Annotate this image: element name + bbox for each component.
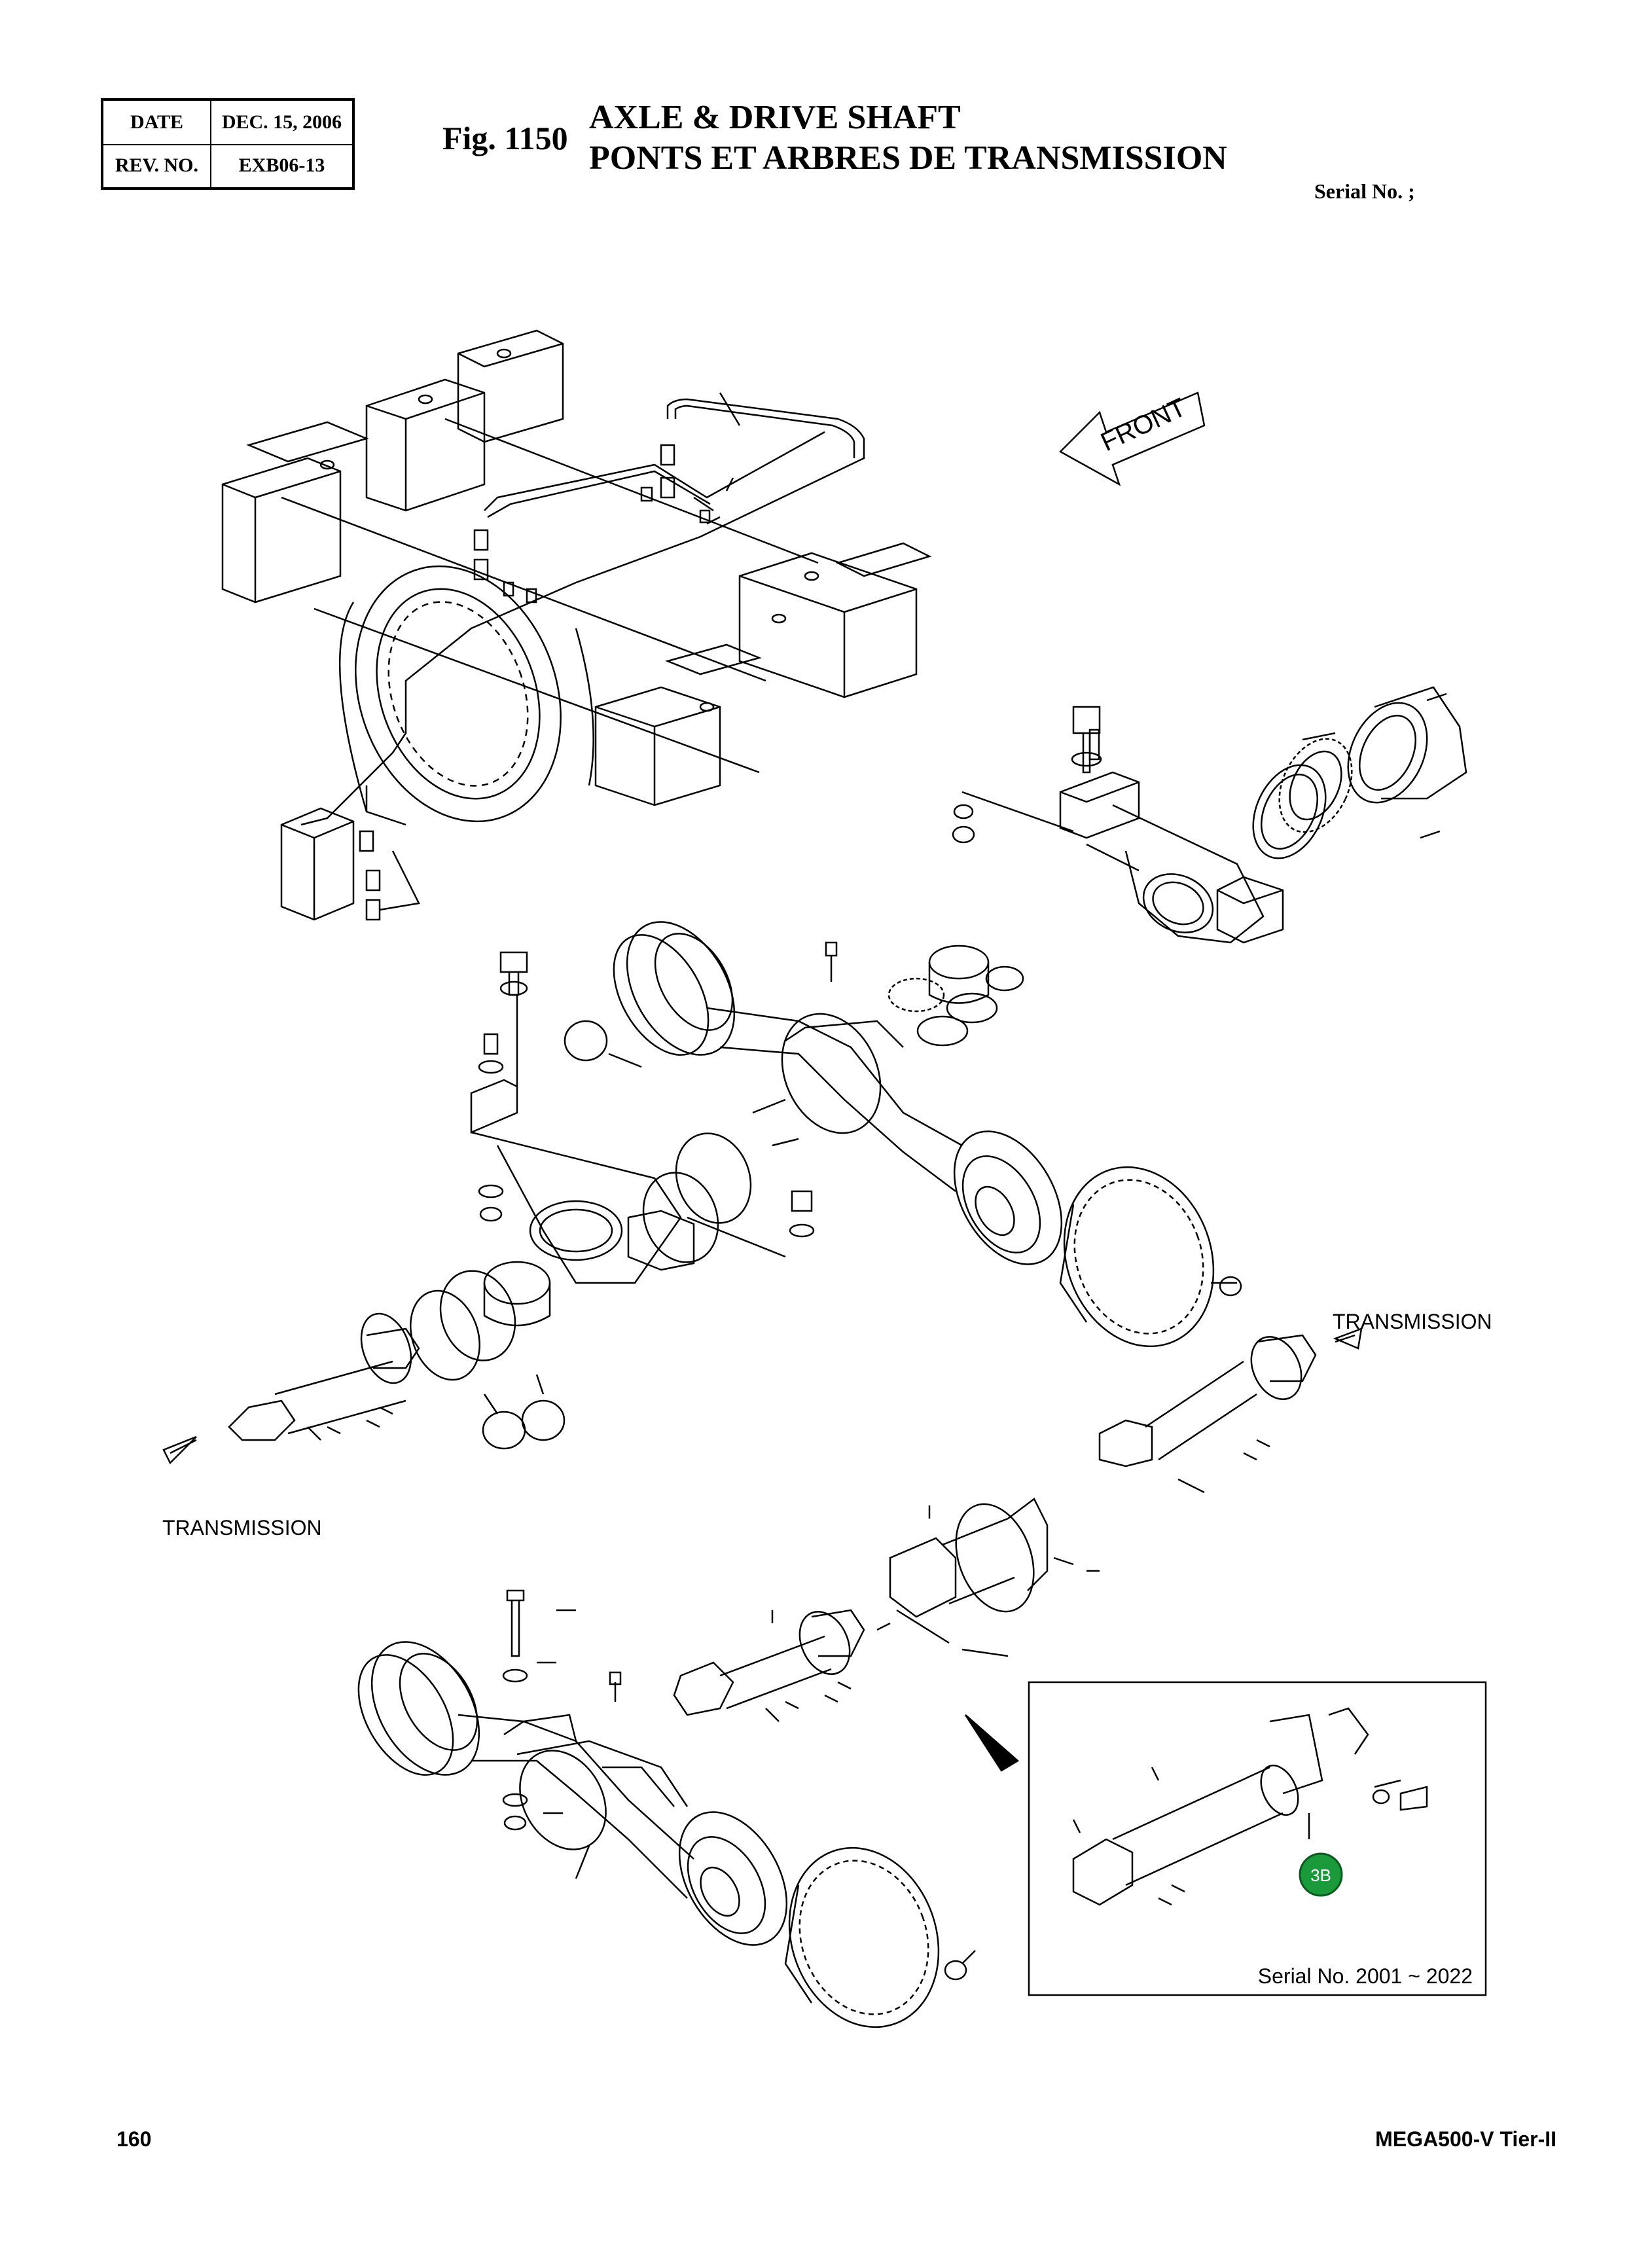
lower-drive-shaft (673, 1609, 891, 1722)
date-label: DATE (103, 101, 211, 144)
inset-serial-label: Serial No. 2001 ~ 2022 (1258, 1964, 1473, 1988)
revision-number-row: REV. NO. EXB06-13 (103, 144, 352, 187)
axle-frame (221, 329, 932, 826)
front-arrow (1058, 391, 1206, 486)
lower-axle-assembly (357, 1589, 976, 2028)
right-drive-shaft (1098, 1327, 1363, 1494)
inset-shaft (1072, 1707, 1428, 1906)
front-label: FRONT (1096, 393, 1190, 457)
brake-lines (280, 398, 865, 921)
leader-lines-top (365, 392, 741, 812)
rev-label: REV. NO. (103, 144, 211, 187)
transmission-label-right: TRANSMISSION (1333, 1310, 1492, 1333)
center-shaft-flange (889, 1498, 1100, 1657)
rev-value: EXB06-13 (238, 154, 325, 176)
rear-axle-carrier (952, 686, 1467, 944)
revision-date-row: DATE DEC. 15, 2006 (103, 101, 352, 145)
serial-number-header: Serial No. ; (1314, 179, 1415, 203)
figure-number: Fig. 1150 (442, 120, 568, 156)
page-title-english: AXLE & DRIVE SHAFT (589, 99, 961, 136)
model-name: MEGA500-V Tier-II (1375, 2127, 1556, 2151)
callout-3b-label: 3B (1310, 1865, 1331, 1885)
inset-frame (1028, 1681, 1487, 1996)
callout-3b-badge (1299, 1852, 1343, 1897)
transmission-label-left: TRANSMISSION (162, 1516, 322, 1540)
middle-axle-assembly (564, 921, 1242, 1348)
left-drive-shaft (162, 1312, 566, 1465)
page-title-french: PONTS ET ARBRES DE TRANSMISSION (589, 139, 1227, 177)
revision-box: DATE DEC. 15, 2006 REV. NO. EXB06-13 (101, 98, 355, 190)
front-axle-carrier (410, 951, 815, 1381)
date-value: DEC. 15, 2006 (221, 111, 342, 133)
page-number: 160 (117, 2127, 152, 2151)
